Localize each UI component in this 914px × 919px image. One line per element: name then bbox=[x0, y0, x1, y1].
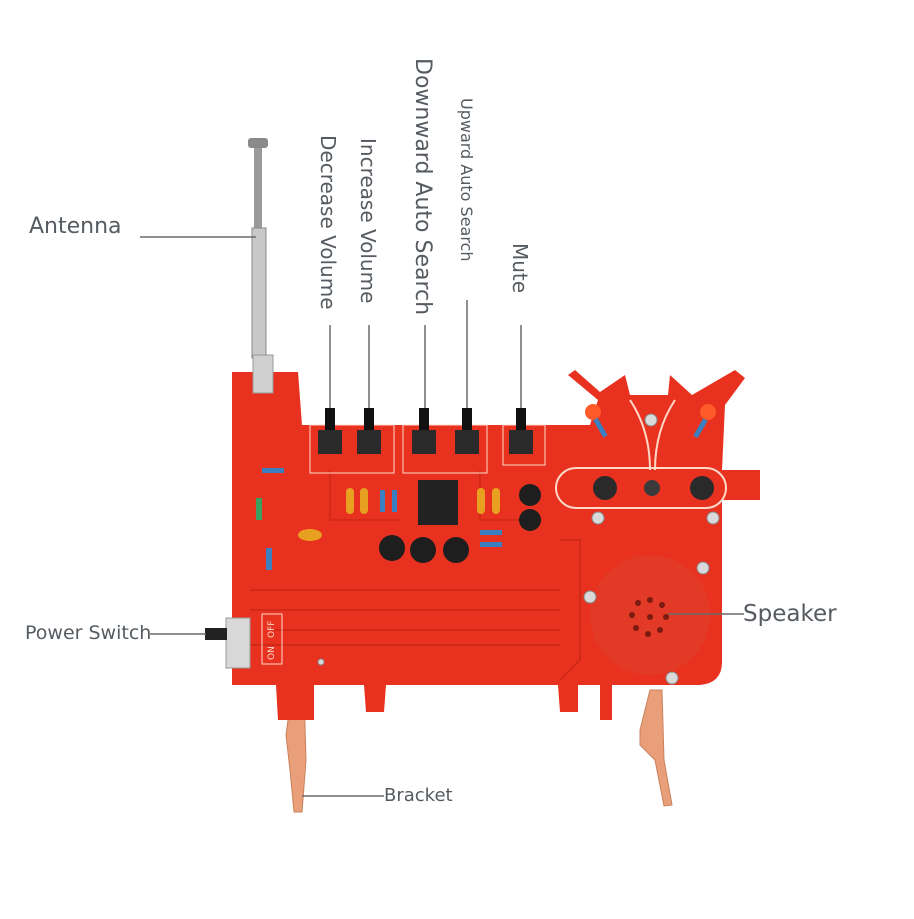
power-switch: ON OFF bbox=[205, 613, 283, 669]
speaker-label: Speaker bbox=[743, 601, 837, 627]
downward-auto-search-label: Downward Auto Search bbox=[410, 58, 435, 316]
leader-lines bbox=[140, 236, 744, 797]
upward-auto-search-label: Upward Auto Search bbox=[457, 98, 476, 262]
antenna-rod bbox=[248, 138, 274, 394]
power-switch-label: Power Switch bbox=[25, 622, 152, 644]
bracket-label: Bracket bbox=[384, 785, 453, 806]
push-buttons bbox=[318, 408, 533, 454]
bracket-right bbox=[639, 689, 673, 807]
decrease-volume-label: Decrease Volume bbox=[316, 135, 340, 310]
components bbox=[256, 417, 708, 570]
antenna-label: Antenna bbox=[29, 214, 122, 239]
mute-label: Mute bbox=[508, 243, 532, 294]
switch-off-label: OFF bbox=[267, 621, 277, 638]
switch-on-label: ON bbox=[267, 646, 277, 660]
increase-volume-label: Increase Volume bbox=[356, 138, 380, 304]
